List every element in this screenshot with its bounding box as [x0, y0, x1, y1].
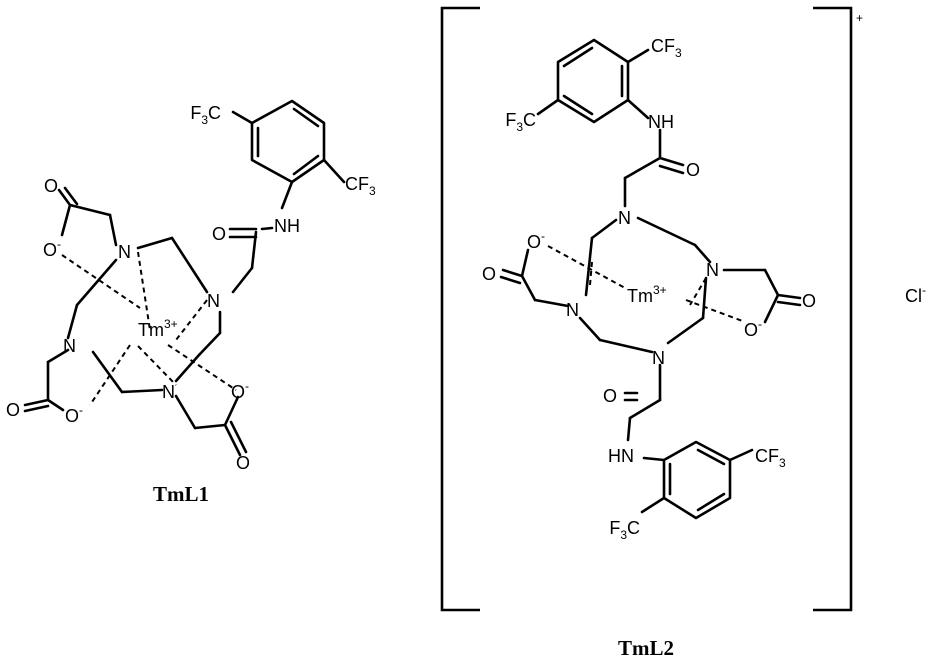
- tml2-amide-oxygen-upper: O: [686, 160, 700, 180]
- tml2-complex-charge: +: [856, 11, 863, 25]
- tml1-ring-nitrogen-1: N: [118, 242, 131, 262]
- tml1-amide-oxygen: O: [212, 224, 226, 244]
- tml2-f3c-substituent-lower: F3C: [609, 518, 640, 542]
- tml2-cf3-substituent-lower: CF3: [755, 446, 786, 470]
- tml2-structure: CF3 F3C NH O N N N N Tm3+ O- O O O- O HN…: [440, 6, 926, 660]
- tml2-carboxylate-left-oxygen: O: [482, 264, 496, 284]
- tml1-carboxylate-1-oxygen: O: [44, 176, 58, 196]
- tml2-ring-nitrogen-4: N: [652, 348, 665, 368]
- tml2-carboxylate-left-oxide: O-: [527, 229, 545, 252]
- tml1-f3c-substituent: F3C: [190, 103, 221, 127]
- tml1-structure: F3C CF3 NH O N N N N Tm3+ O O- O O- O- O…: [6, 99, 376, 506]
- tml2-ring-nitrogen-3: N: [566, 300, 579, 320]
- tml2-amide-nh-upper: NH: [648, 112, 674, 132]
- tml2-ring-nitrogen-1: N: [618, 208, 631, 228]
- tml1-metal-ion: Tm3+: [138, 317, 178, 340]
- tml1-amide-nh: NH: [274, 216, 300, 236]
- tml2-carboxylate-right-oxygen: O: [802, 291, 816, 311]
- tml1-carboxylate-2-oxygen: O: [6, 400, 20, 420]
- tml1-carboxylate-1-oxide: O-: [43, 237, 61, 260]
- tml1-carboxylate-3-oxide: O-: [231, 379, 249, 402]
- tml1-ring-nitrogen-3: N: [63, 336, 76, 356]
- tml2-brackets: [440, 6, 853, 612]
- tml1-carboxylate-3-oxygen: O: [236, 453, 250, 473]
- tml1-coordination-bonds: [61, 251, 237, 406]
- tml2-bonds: [499, 38, 802, 520]
- tml1-carboxylate-2-oxide: O-: [65, 403, 83, 426]
- tml2-caption: TmL2: [618, 636, 674, 660]
- tml1-ring-nitrogen-4: N: [162, 382, 175, 402]
- tml2-f3c-substituent-upper: F3C: [505, 110, 536, 134]
- tml2-counterion: Cl-: [905, 283, 926, 306]
- tml1-ring-nitrogen-2: N: [207, 291, 220, 311]
- tml1-cf3-substituent: CF3: [345, 174, 376, 198]
- tml1-bonds: [23, 99, 346, 457]
- tml2-ring-nitrogen-2: N: [706, 260, 719, 280]
- tml2-amide-nh-lower: HN: [608, 446, 634, 466]
- tml2-cf3-substituent-upper: CF3: [651, 36, 682, 60]
- tml1-caption: TmL1: [153, 482, 209, 506]
- tml2-amide-oxygen-lower: O: [603, 386, 617, 406]
- tml2-metal-ion: Tm3+: [627, 283, 667, 306]
- tml2-carboxylate-right-oxide: O-: [744, 317, 762, 340]
- tml2-coordination-bonds: [547, 245, 746, 323]
